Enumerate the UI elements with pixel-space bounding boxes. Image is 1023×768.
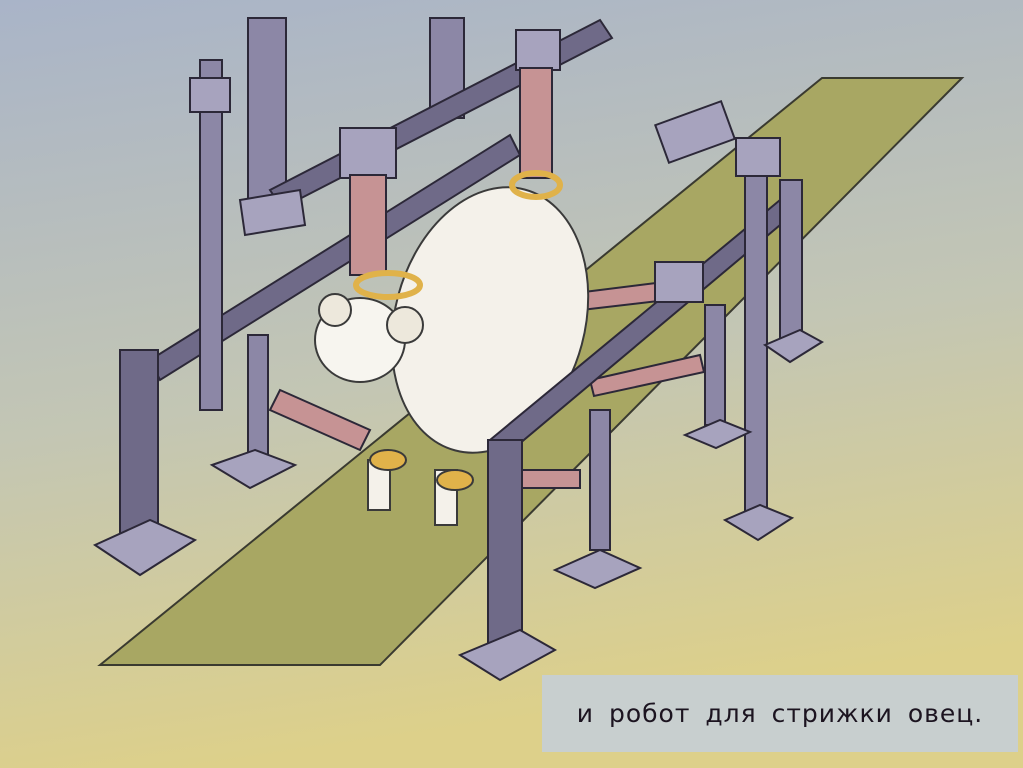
sheep (314, 170, 590, 526)
overhead-frame (148, 17, 614, 411)
front-frame (92, 99, 824, 682)
caption: и робот для стрижки овец. (542, 675, 1018, 752)
